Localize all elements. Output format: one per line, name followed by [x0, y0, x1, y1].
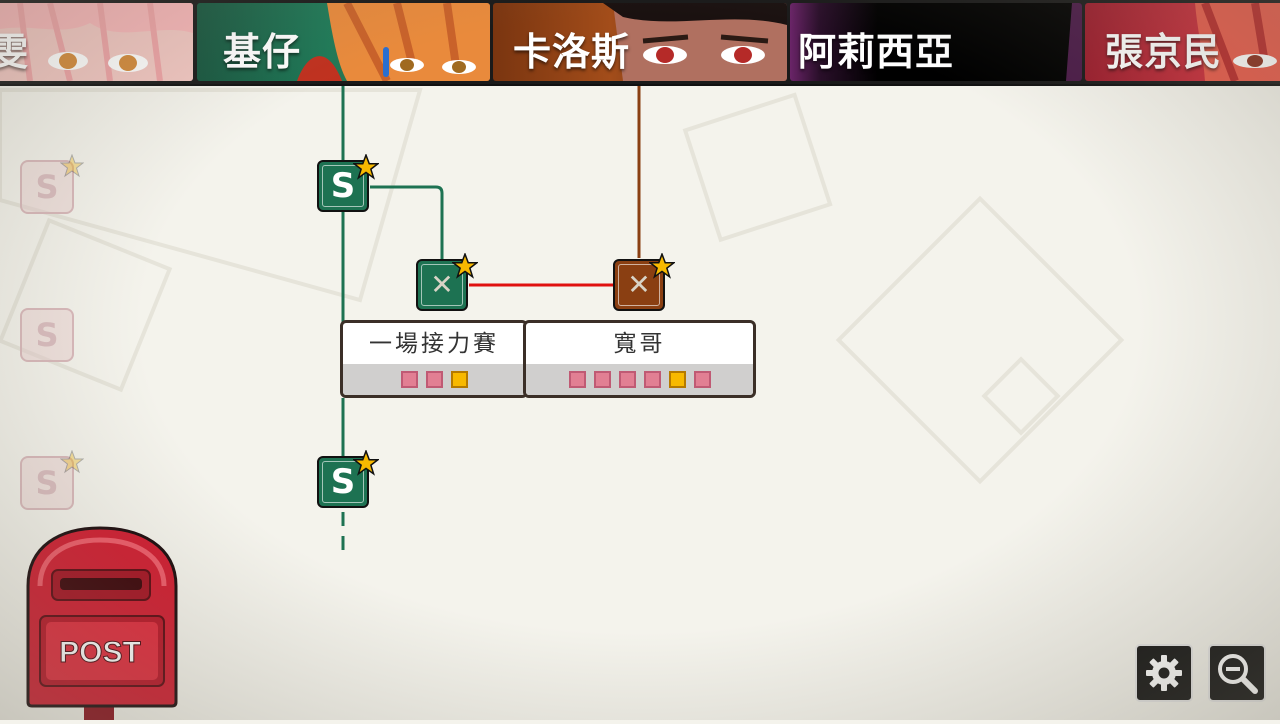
node-border: [618, 264, 660, 306]
node-letter: S: [35, 464, 59, 502]
star-icon: [353, 154, 379, 180]
character-portrait: [1066, 3, 1082, 81]
progress-pip: [643, 371, 661, 388]
episode-card-relay[interactable]: 一場接力賽: [340, 320, 528, 398]
locked-x-icon: ✕: [430, 268, 454, 301]
episode-title: 寬哥: [613, 331, 666, 357]
zoom-out-icon: [1218, 654, 1258, 694]
progress-pip: [568, 371, 586, 388]
star-icon: [353, 450, 379, 476]
story-node-locked-brown[interactable]: ✕: [613, 253, 675, 311]
node-border: [322, 165, 364, 207]
episode-title: 一場接力賽: [369, 331, 499, 357]
node-letter: S: [330, 462, 356, 502]
star-icon: [60, 154, 84, 178]
character-portrait: [1195, 3, 1280, 81]
locked-x-icon: ✕: [627, 268, 651, 301]
postbox-icon: POST: [26, 526, 178, 720]
progress-pip: [425, 371, 443, 388]
progress-pip: [618, 371, 636, 388]
character-tab-zhang[interactable]: 張京民: [1085, 3, 1280, 81]
node-border: [421, 264, 463, 306]
node-letter: S: [330, 166, 356, 206]
character-portrait: [297, 3, 490, 81]
progress-pip: [400, 371, 418, 388]
character-name: 張京民: [1105, 30, 1223, 74]
settings-button[interactable]: [1135, 644, 1193, 702]
character-tab-carlos[interactable]: 卡洛斯: [493, 3, 787, 81]
character-name: 阿莉西亞: [798, 30, 955, 74]
node-letter: S: [35, 168, 59, 206]
character-bar: 雯 基仔 卡洛斯 阿莉西亞: [0, 0, 1280, 86]
episode-progress: [526, 364, 753, 395]
character-portrait: [603, 3, 787, 81]
character-tab-kizai[interactable]: 基仔: [197, 3, 490, 81]
character-tab-cut-off[interactable]: 雯: [0, 3, 193, 81]
character-tab-alicia[interactable]: 阿莉西亞: [790, 3, 1082, 81]
postbox-label: POST: [59, 636, 141, 669]
episode-progress: [343, 364, 525, 395]
postbox-button[interactable]: POST: [20, 526, 182, 720]
character-name: 基仔: [223, 30, 302, 74]
node-border: [322, 461, 364, 503]
story-node-start-2[interactable]: S: [317, 450, 379, 508]
story-node-locked-green[interactable]: ✕: [416, 253, 478, 311]
star-icon: [649, 253, 675, 279]
story-node-start[interactable]: S: [317, 154, 379, 212]
progress-pip: [593, 371, 611, 388]
route-branch: [370, 185, 444, 259]
star-icon: [60, 450, 84, 474]
star-icon: [452, 253, 478, 279]
character-portrait: [0, 3, 193, 81]
gear-icon: [1146, 655, 1182, 691]
character-name: 雯: [0, 30, 30, 74]
faded-node[interactable]: S: [20, 308, 74, 362]
character-name: 卡洛斯: [513, 30, 631, 74]
progress-pip: [693, 371, 711, 388]
episode-card-kuan[interactable]: 寬哥: [523, 320, 756, 398]
faded-node[interactable]: S: [20, 154, 84, 214]
zoom-out-button[interactable]: [1208, 644, 1266, 702]
progress-pip-gold: [450, 371, 468, 388]
node-letter: S: [35, 316, 59, 354]
faded-node[interactable]: S: [20, 450, 84, 510]
progress-pip-gold: [668, 371, 686, 388]
